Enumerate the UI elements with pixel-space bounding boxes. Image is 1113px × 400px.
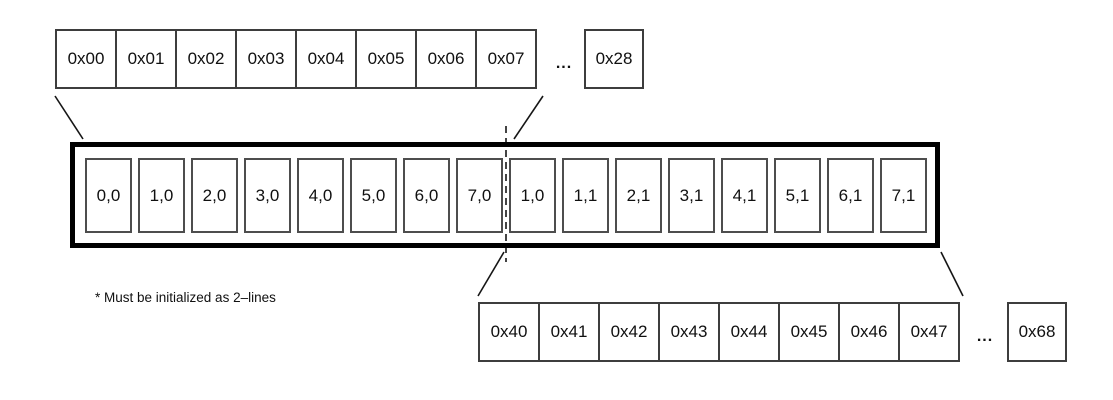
memory-cell-bottom: 0x45	[780, 304, 840, 360]
memory-cell-top: 0x05	[357, 31, 417, 87]
memory-cell-bottom: 0x40	[480, 304, 540, 360]
cache-line-cell: 7,1	[880, 158, 927, 233]
memory-cell-top-tail: 0x28	[584, 29, 644, 89]
memory-cell-bottom: 0x42	[600, 304, 660, 360]
cache-line-cell: 1,0	[138, 158, 185, 233]
cache-line-cell: 1,0	[509, 158, 556, 233]
connector-bottom-right-line	[940, 251, 964, 297]
cache-line-cell: 7,0	[456, 158, 503, 233]
memory-cell-top: 0x00	[57, 31, 117, 87]
cache-line-cell: 2,0	[191, 158, 238, 233]
memory-cell-top: 0x01	[117, 31, 177, 87]
memory-cell-bottom: 0x47	[910, 322, 948, 341]
footnote: * Must be initialized as 2–lines	[95, 290, 276, 305]
cache-line-cell: 3,0	[244, 158, 291, 233]
memory-cell-bottom: 0x43	[660, 304, 720, 360]
memory-cell-bottom: 0x44	[720, 304, 780, 360]
cache-line-cell: 2,1	[615, 158, 662, 233]
cache-line-cell: 4,0	[297, 158, 344, 233]
connector-top-right-line	[513, 95, 544, 140]
cache-line-cell: 6,1	[827, 158, 874, 233]
cache-line-cell: 5,0	[350, 158, 397, 233]
memory-cell-bottom: 0x41	[540, 304, 600, 360]
ellipsis-top: ...	[555, 55, 573, 72]
memory-cell-top: 0x03	[237, 31, 297, 87]
memory-cell-top: 0x04	[297, 31, 357, 87]
ellipsis-bottom: ...	[976, 328, 994, 345]
memory-cell-bottom-tail: 0x68	[1007, 302, 1067, 362]
memory-cell-top: 0x07	[487, 49, 525, 68]
cache-line-cell: 6,0	[403, 158, 450, 233]
memory-cell-top: 0x02	[177, 31, 237, 87]
memory-cell-bottom: 0x46	[840, 304, 900, 360]
cache-line-cell: 5,1	[774, 158, 821, 233]
memory-cell-top: 0x06	[417, 31, 477, 87]
cache-line-cell: 3,1	[668, 158, 715, 233]
cache-line-cell: 4,1	[721, 158, 768, 233]
cache-line-cell: 0,0	[85, 158, 132, 233]
connector-bottom-left-line	[477, 251, 505, 297]
cache-line-cell: 1,1	[562, 158, 609, 233]
connector-top-left-line	[54, 95, 84, 140]
